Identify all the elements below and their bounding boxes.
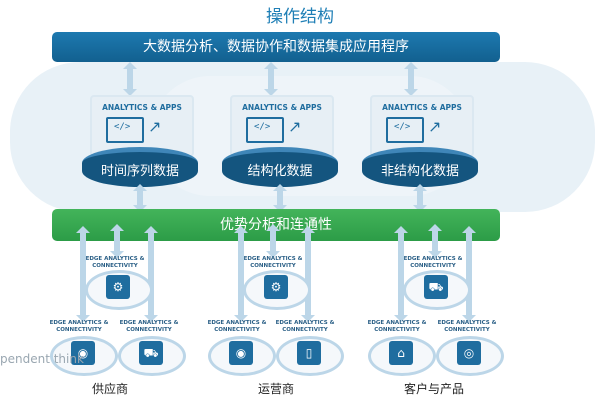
phone-icon: ▯ xyxy=(297,341,321,365)
factory-icon: ⌂ xyxy=(389,341,413,365)
washer-node: ◎ xyxy=(436,336,504,376)
analytics-label: ANALYTICS & APPS xyxy=(102,103,182,112)
edge-label: EDGE ANALYTICS & CONNECTIVITY xyxy=(119,320,179,333)
arrow-icon xyxy=(133,184,147,212)
edge-label: EDGE ANALYTICS & CONNECTIVITY xyxy=(437,320,497,333)
trend-icon: ↗ xyxy=(148,117,162,136)
edge-label: EDGE ANALYTICS & CONNECTIVITY xyxy=(243,256,303,269)
edge-label: EDGE ANALYTICS & CONNECTIVITY xyxy=(275,320,335,333)
analytics-laptop: ANALYTICS & APPS ↗ xyxy=(370,95,474,157)
trend-icon: ↗ xyxy=(428,117,442,136)
meter-node: ◉ xyxy=(208,336,276,376)
arrow-icon xyxy=(394,226,408,322)
edge-label: EDGE ANALYTICS & CONNECTIVITY xyxy=(367,320,427,333)
page-title: 操作结构 xyxy=(266,7,334,27)
category-supplier: 供应商 xyxy=(92,382,129,396)
arrow-icon xyxy=(123,62,137,96)
trend-icon: ↗ xyxy=(288,117,302,136)
arrow-icon xyxy=(110,224,124,258)
edge-label: EDGE ANALYTICS & CONNECTIVITY xyxy=(207,320,267,333)
arrow-icon xyxy=(264,62,278,96)
category-customer-product: 客户与产品 xyxy=(404,382,465,396)
database-structured: 结构化数据 xyxy=(222,147,338,187)
arrow-icon xyxy=(234,226,248,322)
arrow-icon xyxy=(273,184,287,212)
robot-arm-node: ⚙ xyxy=(85,270,153,310)
code-icon xyxy=(386,117,424,143)
robot-arm-icon: ⚙ xyxy=(106,275,130,299)
meter-icon: ◉ xyxy=(71,341,95,365)
arrow-icon xyxy=(144,226,158,322)
database-time-series: 时间序列数据 xyxy=(82,147,198,187)
arrow-icon xyxy=(266,224,280,258)
arrow-icon xyxy=(413,184,427,212)
washer-icon: ◎ xyxy=(457,341,481,365)
analytics-label: ANALYTICS & APPS xyxy=(242,103,322,112)
edge-label: EDGE ANALYTICS & CONNECTIVITY xyxy=(403,256,463,269)
edge-label: EDGE ANALYTICS & CONNECTIVITY xyxy=(49,320,109,333)
pump-icon: ⚙ xyxy=(264,275,288,299)
analytics-label: ANALYTICS & APPS xyxy=(382,103,462,112)
edge-label: EDGE ANALYTICS & CONNECTIVITY xyxy=(85,256,145,269)
pump-node: ⚙ xyxy=(243,270,311,310)
arrow-icon xyxy=(301,226,315,322)
factory-node: ⌂ xyxy=(368,336,436,376)
database-unstructured: 非结构化数据 xyxy=(362,147,478,187)
meter-icon: ◉ xyxy=(229,341,253,365)
truck-icon: ⛟ xyxy=(424,275,448,299)
code-icon xyxy=(106,117,144,143)
application-band: 大数据分析、数据协作和数据集成应用程序 xyxy=(52,32,500,62)
arrow-icon xyxy=(462,226,476,322)
arrow-icon xyxy=(428,224,442,258)
analytics-laptop: ANALYTICS & APPS ↗ xyxy=(90,95,194,157)
watermark: pendent think xyxy=(0,352,84,366)
analytics-laptop: ANALYTICS & APPS ↗ xyxy=(230,95,334,157)
category-operator: 运营商 xyxy=(258,382,295,396)
arrow-icon xyxy=(76,226,90,322)
truck-node: ⛟ xyxy=(118,336,186,376)
phone-node: ▯ xyxy=(276,336,344,376)
arrow-icon xyxy=(404,62,418,96)
truck-icon: ⛟ xyxy=(139,341,163,365)
code-icon xyxy=(246,117,284,143)
truck-node: ⛟ xyxy=(403,270,471,310)
meter-node: ◉ xyxy=(50,336,118,376)
